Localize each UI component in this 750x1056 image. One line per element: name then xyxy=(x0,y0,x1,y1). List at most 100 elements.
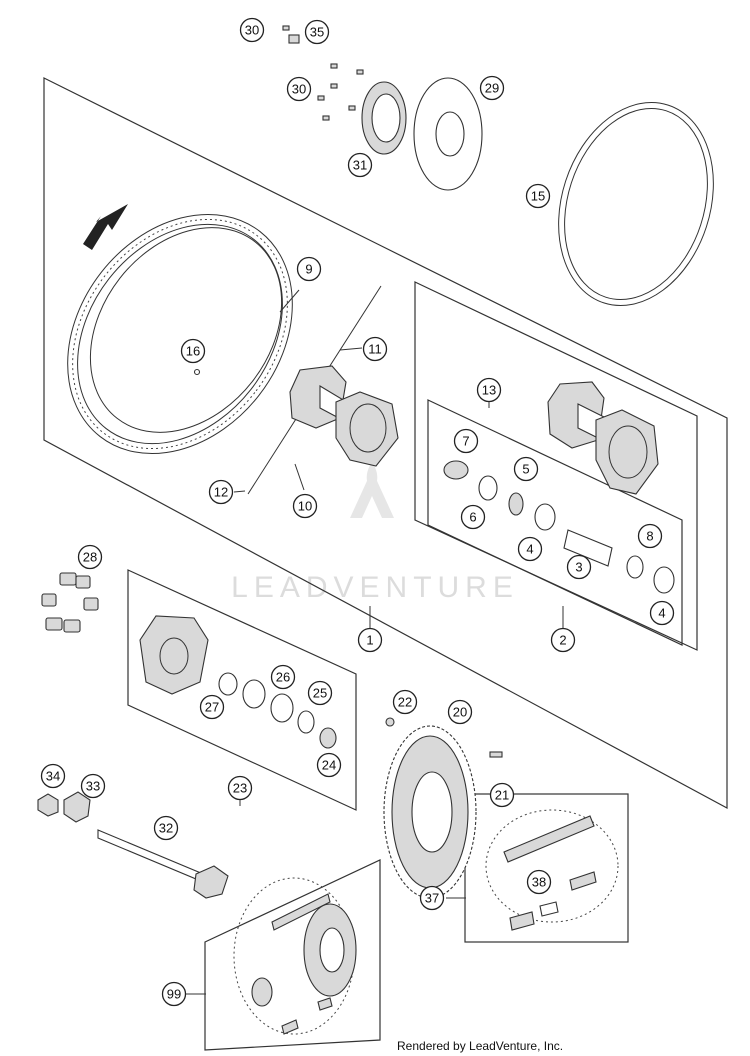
hub-main xyxy=(289,365,399,467)
callout-7: 7 xyxy=(453,428,479,454)
svg-text:34: 34 xyxy=(46,769,60,784)
svg-text:27: 27 xyxy=(205,700,219,715)
leadventure-watermark: LEADVENTURE xyxy=(231,462,519,604)
callout-27: 27 xyxy=(199,694,225,720)
callout-13: 13 xyxy=(476,377,502,403)
callout-8: 8 xyxy=(637,523,663,549)
svg-text:35: 35 xyxy=(310,25,324,40)
callout-10: 10 xyxy=(292,493,318,519)
bolts-30 xyxy=(282,25,364,121)
bearing-4a xyxy=(534,503,556,531)
callout-9: 9 xyxy=(296,256,322,282)
callout-29: 29 xyxy=(479,75,505,101)
svg-text:22: 22 xyxy=(398,695,412,710)
svg-text:12: 12 xyxy=(214,485,228,500)
callout-3: 3 xyxy=(566,554,592,580)
callout-22: 22 xyxy=(392,689,418,715)
chain-adjuster-33 xyxy=(63,791,91,823)
svg-text:99: 99 xyxy=(167,987,181,1002)
callout-31: 31 xyxy=(347,152,373,178)
svg-text:33: 33 xyxy=(86,779,100,794)
sprocket-carrier-panel xyxy=(127,569,357,811)
svg-text:29: 29 xyxy=(485,81,499,96)
callout-25: 25 xyxy=(307,680,333,706)
callout-12: 12 xyxy=(208,479,234,505)
svg-text:5: 5 xyxy=(522,462,529,477)
callout-1: 1 xyxy=(357,627,383,653)
callout-15: 15 xyxy=(525,183,551,209)
callout-2: 2 xyxy=(550,627,576,653)
spacer-25 xyxy=(297,710,315,734)
svg-text:31: 31 xyxy=(353,158,367,173)
spacer-8 xyxy=(626,555,644,579)
callout-6: 6 xyxy=(460,504,486,530)
chain-kit-panel xyxy=(464,793,629,943)
bearing-4b xyxy=(653,566,675,594)
svg-text:8: 8 xyxy=(646,529,653,544)
watermark-text: LEADVENTURE xyxy=(231,571,519,604)
wheel-assembly-panel xyxy=(43,77,728,810)
svg-text:37: 37 xyxy=(425,891,439,906)
svg-text:38: 38 xyxy=(532,875,546,890)
chain-sprocket-kit xyxy=(233,877,357,1035)
disc-carrier xyxy=(361,81,407,155)
callout-5: 5 xyxy=(513,456,539,482)
callout-21: 21 xyxy=(489,782,515,808)
seal-27 xyxy=(218,672,238,696)
svg-text:24: 24 xyxy=(322,758,336,773)
drive-chain xyxy=(485,809,619,931)
svg-text:16: 16 xyxy=(186,344,200,359)
callout-4-left: 4 xyxy=(517,536,543,562)
bearing-6 xyxy=(478,475,498,501)
render-credit: Rendered by LeadVenture, Inc. xyxy=(397,1039,564,1053)
svg-text:21: 21 xyxy=(495,788,509,803)
callout-24: 24 xyxy=(316,752,342,778)
rear-sprocket xyxy=(383,725,477,899)
svg-text:13: 13 xyxy=(482,383,496,398)
bearing-26a xyxy=(242,679,266,709)
bushing-24 xyxy=(319,727,337,749)
svg-text:3: 3 xyxy=(575,560,582,575)
callout-38: 38 xyxy=(526,869,552,895)
svg-text:7: 7 xyxy=(462,434,469,449)
distance-sleeve-3 xyxy=(563,529,613,567)
hub-assembly-panel xyxy=(414,281,698,651)
callout-33: 33 xyxy=(80,773,106,799)
svg-text:1: 1 xyxy=(366,633,373,648)
svg-text:2: 2 xyxy=(559,633,566,648)
callout-16: 16 xyxy=(180,338,206,364)
svg-text:4: 4 xyxy=(658,606,665,621)
bolt-21 xyxy=(489,751,503,758)
nut-34 xyxy=(37,793,59,817)
nut-22 xyxy=(385,717,395,727)
rim-band xyxy=(558,101,714,307)
callout-11: 11 xyxy=(362,336,388,362)
svg-text:10: 10 xyxy=(298,499,312,514)
svg-text:11: 11 xyxy=(368,342,382,357)
sprocket-carrier xyxy=(139,615,209,695)
svg-text:26: 26 xyxy=(276,670,290,685)
hub-part-13 xyxy=(547,381,659,495)
svg-text:20: 20 xyxy=(453,705,467,720)
damper-rubbers xyxy=(41,572,99,633)
valve-part xyxy=(193,368,201,376)
callout-37: 37 xyxy=(419,885,445,911)
svg-text:30: 30 xyxy=(245,23,259,38)
rotation-direction-arrow-icon xyxy=(83,204,128,250)
svg-text:15: 15 xyxy=(531,189,545,204)
callout-30-top: 30 xyxy=(239,17,265,43)
circlip-5 xyxy=(508,492,524,516)
wheel-axle xyxy=(97,829,229,899)
rim xyxy=(67,213,293,455)
callout-35: 35 xyxy=(304,19,330,45)
svg-text:25: 25 xyxy=(313,686,327,701)
svg-text:28: 28 xyxy=(83,550,97,565)
callout-23: 23 xyxy=(227,775,253,801)
callout-28: 28 xyxy=(77,544,103,570)
svg-text:4: 4 xyxy=(526,542,533,557)
svg-text:9: 9 xyxy=(305,262,312,277)
callout-30-mid: 30 xyxy=(286,76,312,102)
svg-text:32: 32 xyxy=(159,821,173,836)
svg-text:30: 30 xyxy=(292,82,306,97)
